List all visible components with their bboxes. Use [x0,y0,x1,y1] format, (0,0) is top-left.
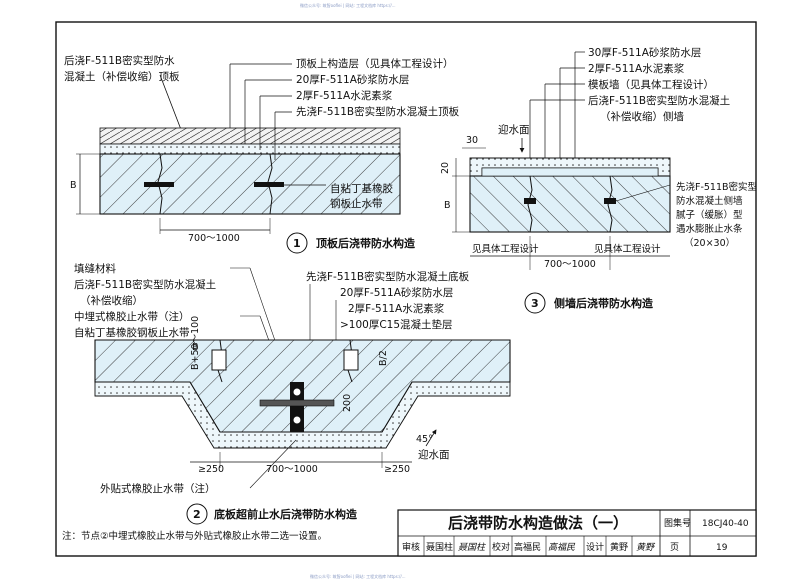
detail2-dim-angle: 45° [416,434,433,445]
designer-signature: 黄野 [636,542,656,553]
detail3-side-label-4: 遇水膨胀止水条 [676,223,743,235]
steel-waterstop-left [144,182,174,187]
detail2-label-2: 后浇F-511B密实型防水混凝土 [74,278,216,291]
reviewer-name: 聂国柱 [426,541,453,553]
detail1-dim-b: B [70,180,77,191]
detail1-dim-width: 700～1000 [188,233,240,244]
detail1-left-label-2: 混凝土（补偿收缩）顶板 [64,70,180,83]
footnote: 注：节点②中埋式橡胶止水带与外贴式橡胶止水带二选一设置。 [62,530,327,542]
detail2-number: 2 [193,508,201,521]
page-label: 页 [670,542,679,553]
detail1-side-label-1: 自粘丁基橡胶 [330,182,393,195]
detail2-right-label-4: >100厚C15混凝土垫层 [340,318,453,331]
detail1-layer-label-3: 2厚F-511A水泥素浆 [296,89,393,102]
reviewer-signature: 聂国柱 [458,542,486,553]
swelling-strip-left [524,198,536,204]
detail3-label-5: （补偿收缩）侧墙 [600,110,684,123]
detail3-number-circle [524,292,546,314]
detail3-caption: 侧墙后浇带防水构造 [554,296,654,310]
detail3-dim-20: 20 [440,162,451,174]
detail3-side-label-2: 防水混凝土侧墙 [676,195,743,207]
checker-signature: 高福民 [548,542,576,553]
detail1-layer-label-2: 20厚F-511A砂浆防水层 [296,73,409,86]
title-block: 后浇带防水构造做法（一） 图集号 18CJ40-40 审核 聂国柱 聂国柱 校对… [397,509,757,557]
detail3-label-3: 模板墙（见具体工程设计） [588,78,714,91]
detail3-bottom-right: 见具体工程设计 [594,243,661,255]
detail3-label-1: 30厚F-511A砂浆防水层 [588,46,701,59]
side-wall [469,175,671,233]
page-number: 19 [716,543,728,553]
detail2-dim-b: B [192,342,199,353]
detail-1: 后浇F-511B密实型防水 混凝土（补偿收缩）顶板 顶板上构造层（见具体工程设计… [64,54,460,254]
detail2-caption: 底板超前止水后浇带防水构造 [214,507,358,521]
detail3-side-label-3: 腻子（缓胀）型 [676,209,743,221]
detail-3: 30厚F-511A砂浆防水层 2厚F-511A水泥素浆 模板墙（见具体工程设计）… [440,46,758,314]
detail2-label-1: 填缝材料 [74,262,116,275]
atlas-number: 18CJ40-40 [702,519,749,529]
detail3-label-2: 2厚F-511A水泥素浆 [588,62,685,75]
designer-name: 黄野 [610,541,628,553]
watermark-bottom: 微信公众号: 筑智ooflei | 网站: 工程文档库 https://... [310,574,406,579]
detail2-number-circle [186,503,208,525]
review-label: 审核 [402,541,420,553]
detail3-side-label-5: （20×30） [684,237,735,249]
atlas-label: 图集号 [664,517,691,529]
embedded-waterstop [259,399,335,407]
detail3-dim-30: 30 [466,135,478,146]
steel-waterstop-right [343,349,359,371]
detail2-bottom-label: 外贴式橡胶止水带（注） [100,482,216,495]
detail3-water-face: 迎水面 [498,124,530,136]
detail2-dim-left: B+50～100 [190,316,201,370]
checker-name: 高福民 [514,541,541,553]
joint-line-right [607,175,613,233]
watermark-top: 微信公众号: 筑智ooflei | 网站: 工程文档库 https://... [300,3,396,8]
detail2-dim-width: 700～1000 [266,464,318,475]
steel-waterstop-left [211,349,227,371]
detail2-right-label-1: 先浇F-511B密实型防水混凝土底板 [306,270,470,283]
detail3-dim-b: B [444,200,451,211]
check-label: 校对 [492,541,510,553]
detail2-dim-250-right: ≥250 [384,464,410,475]
detail2-dim-250-left: ≥250 [198,464,224,475]
detail2-label-4: 中埋式橡胶止水带（注） [74,310,190,323]
detail3-bottom-left: 见具体工程设计 [472,243,539,255]
detail-2: 填缝材料 后浇F-511B密实型防水混凝土 （补偿收缩） 中埋式橡胶止水带（注）… [74,262,511,525]
detail1-caption: 顶板后浇带防水构造 [316,236,416,250]
detail2-label-5: 自粘丁基橡胶钢板止水带 [74,326,190,339]
detail1-layer-label-4: 先浇F-511B密实型防水混凝土顶板 [296,105,460,118]
detail1-side-label-2: 钢板止水带 [330,197,383,210]
detail1-left-label-1: 后浇F-511B密实型防水 [64,54,175,67]
detail3-side-label-1: 先浇F-511B密实型 [676,181,758,193]
sheet-title: 后浇带防水构造做法（一） [448,514,628,532]
detail1-number-circle [286,232,308,254]
detail1-layer-label-1: 顶板上构造层（见具体工程设计） [296,57,454,70]
steel-waterstop-right [254,182,284,187]
design-label: 设计 [586,541,604,553]
topping-layer [99,127,401,145]
detail2-dim-200: 200 [342,394,353,412]
mortar-layer [99,143,401,155]
detail3-dim-width: 700～1000 [544,259,596,270]
detail3-label-4: 后浇F-511B密实型防水混凝土 [588,94,730,107]
detail2-right-label-2: 20厚F-511A砂浆防水层 [340,286,453,299]
detail1-number: 1 [293,237,301,250]
joint-line-left [527,175,533,233]
detail2-water-face: 迎水面 [418,449,450,461]
detail3-number: 3 [531,297,539,310]
detail2-dim-b2: B/2 [378,350,389,366]
detail2-label-3: （补偿收缩） [80,294,143,307]
detail2-right-label-3: 2厚F-511A水泥素浆 [348,302,445,315]
swelling-strip-right [604,198,616,204]
